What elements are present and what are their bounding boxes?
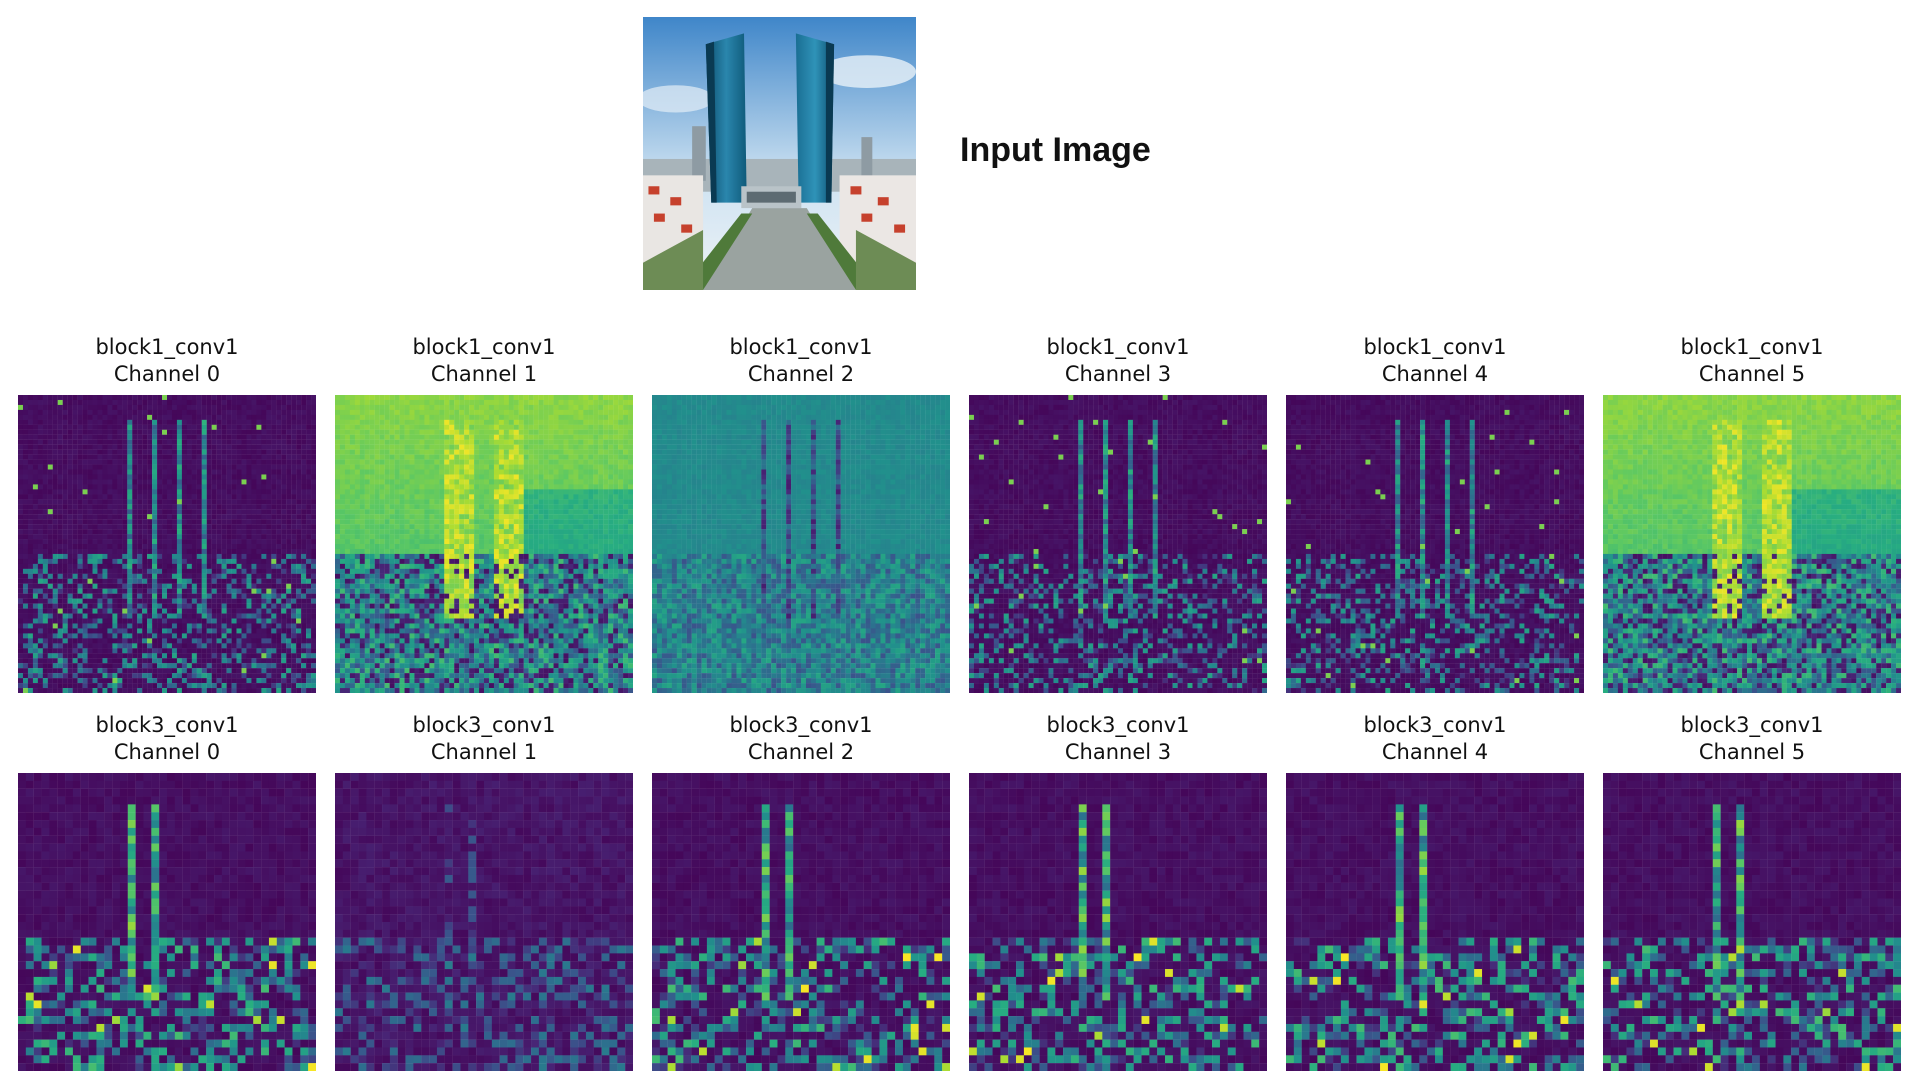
- layer-name-label: block1_conv1: [651, 334, 951, 361]
- feature-map-heatmap: [969, 773, 1267, 1071]
- input-image-title: Input Image: [960, 131, 1151, 170]
- channel-label: Channel 0: [17, 361, 317, 388]
- channel-label: Channel 1: [334, 361, 634, 388]
- layer-name-label: block1_conv1: [968, 334, 1268, 361]
- channel-label: Channel 3: [968, 361, 1268, 388]
- channel-label: Channel 5: [1602, 361, 1902, 388]
- feature-map-heatmap: [1603, 773, 1901, 1071]
- feature-map-heatmap: [1286, 773, 1584, 1071]
- layer-name-label: block1_conv1: [1285, 334, 1585, 361]
- layer-name-label: block3_conv1: [651, 712, 951, 739]
- feature-map-heatmap: [18, 395, 316, 693]
- feature-map-heatmap: [335, 773, 633, 1071]
- input-image: [643, 17, 916, 290]
- layer-name-label: block1_conv1: [1602, 334, 1902, 361]
- channel-label: Channel 5: [1602, 739, 1902, 766]
- feature-map-heatmap: [1603, 395, 1901, 693]
- feature-map-heatmap: [1286, 395, 1584, 693]
- channel-label: Channel 4: [1285, 739, 1585, 766]
- layer-name-label: block3_conv1: [968, 712, 1268, 739]
- layer-name-label: block3_conv1: [1285, 712, 1585, 739]
- channel-label: Channel 1: [334, 739, 634, 766]
- feature-map-heatmap: [18, 773, 316, 1071]
- layer-name-label: block3_conv1: [334, 712, 634, 739]
- layer-name-label: block3_conv1: [17, 712, 317, 739]
- channel-label: Channel 4: [1285, 361, 1585, 388]
- layer-name-label: block3_conv1: [1602, 712, 1902, 739]
- feature-map-heatmap: [652, 773, 950, 1071]
- channel-label: Channel 3: [968, 739, 1268, 766]
- feature-map-heatmap: [969, 395, 1267, 693]
- feature-map-heatmap: [652, 395, 950, 693]
- layer-name-label: block1_conv1: [334, 334, 634, 361]
- layer-name-label: block1_conv1: [17, 334, 317, 361]
- feature-map-heatmap: [335, 395, 633, 693]
- channel-label: Channel 2: [651, 361, 951, 388]
- channel-label: Channel 2: [651, 739, 951, 766]
- channel-label: Channel 0: [17, 739, 317, 766]
